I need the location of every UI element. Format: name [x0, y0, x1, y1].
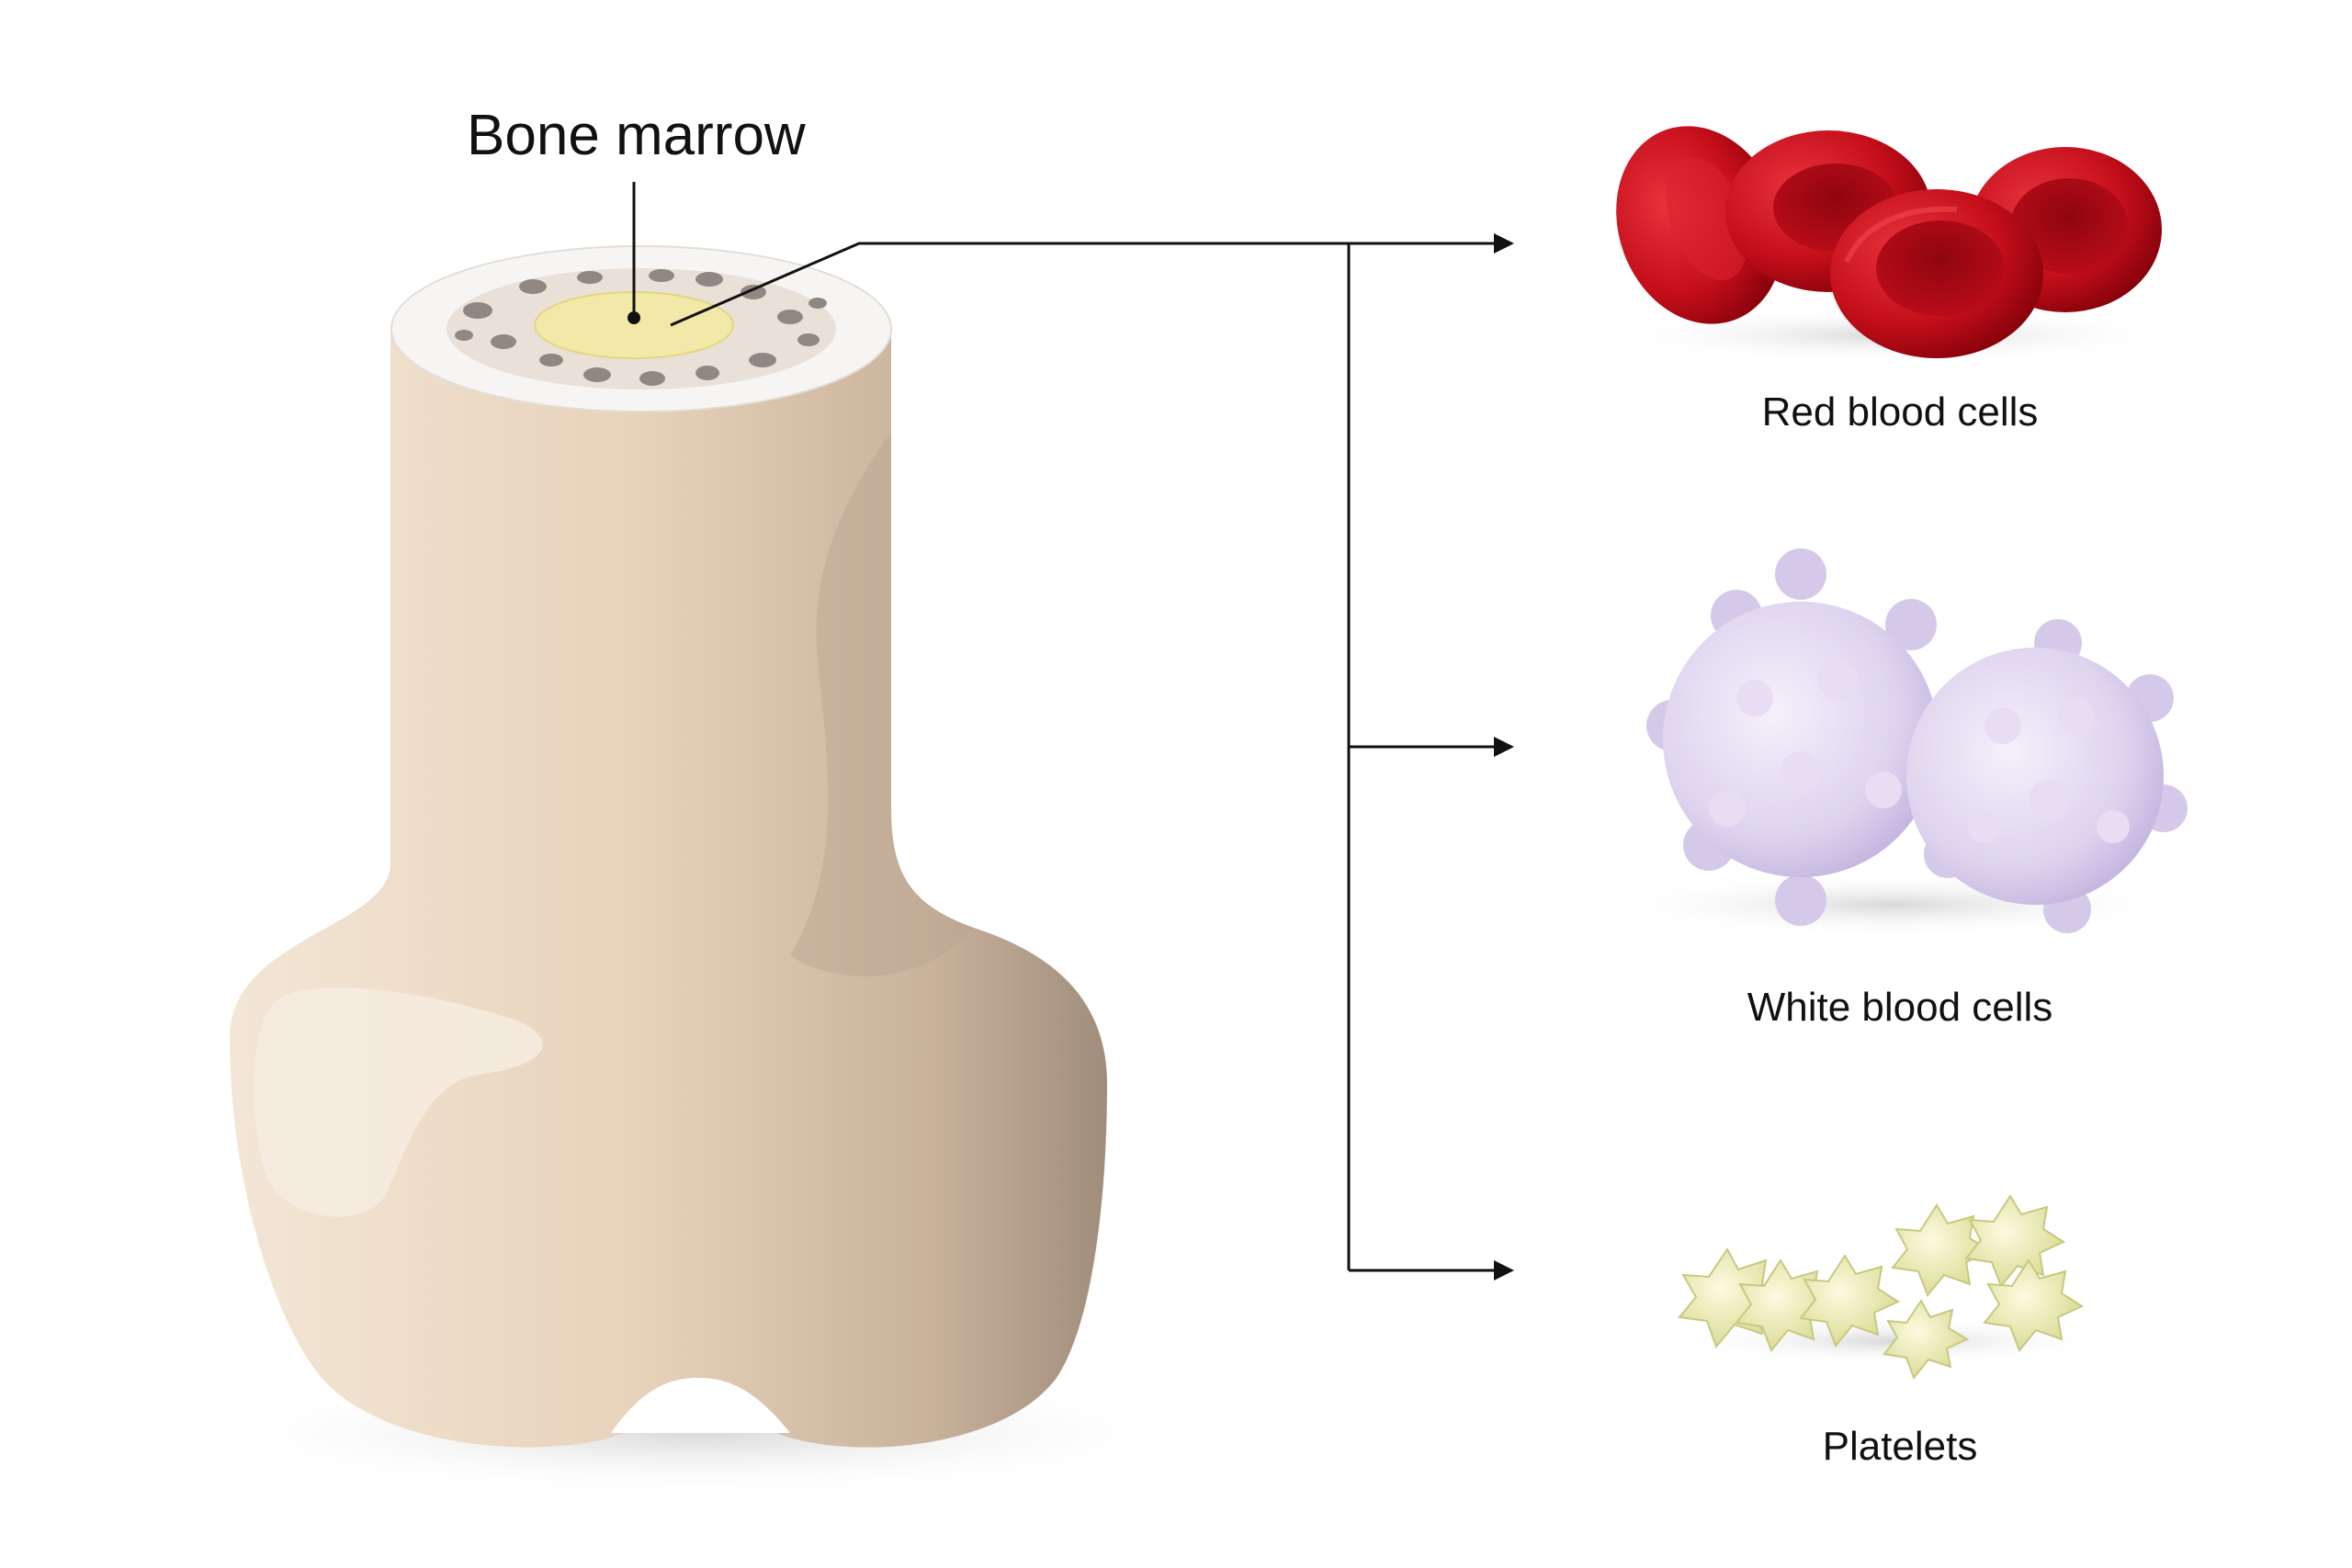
arrow-wbc: [1494, 737, 1514, 757]
connector-lines: [670, 242, 1498, 1272]
wbc-2: [1906, 619, 2188, 933]
white-blood-cell-icon: [1599, 548, 2188, 937]
arrowheads: [1494, 233, 1514, 1280]
wbc-1: [1646, 548, 1939, 926]
bone-marrow-title: Bone marrow: [467, 104, 806, 167]
red-blood-cells-label: Red blood cells: [1761, 389, 2039, 434]
platelets-label: Platelets: [1822, 1424, 1978, 1469]
bone: [230, 245, 1107, 1448]
bone-shade: [790, 432, 974, 976]
spongy-pores: [455, 269, 827, 386]
platelet-icon: [1672, 1194, 2113, 1381]
bone-notch: [611, 1378, 790, 1433]
bone-body: [230, 331, 1107, 1448]
bone-highlight: [254, 987, 543, 1217]
arrow-plt: [1494, 1260, 1514, 1280]
arrow-rbc: [1494, 233, 1514, 254]
red-blood-cell-icon: [1599, 126, 2187, 363]
white-blood-cells-label: White blood cells: [1747, 985, 2053, 1030]
